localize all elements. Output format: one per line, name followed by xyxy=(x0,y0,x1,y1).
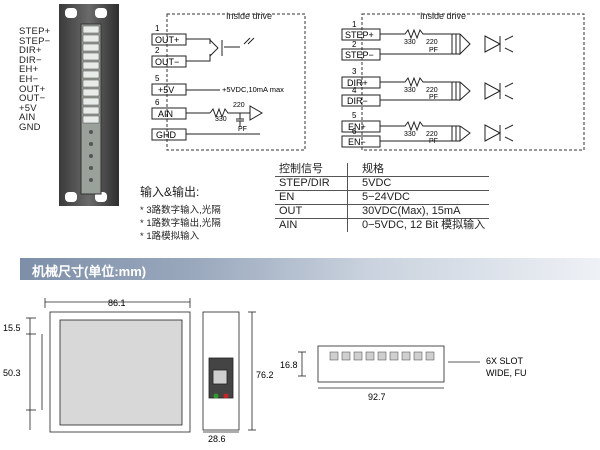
resistor-label: 330 xyxy=(215,116,227,123)
section-title: 机械尺寸(单位:mm) xyxy=(32,264,147,279)
node-num: 1 xyxy=(155,24,160,33)
right-circuit: 1 STEP+ 2 STEP− 3 DIR+ 4 DIR− 5 EN+ 6 EN… xyxy=(341,13,585,151)
node-label: STEP− xyxy=(345,50,374,60)
resistor-label: 330 xyxy=(404,39,416,46)
node-num: 6 xyxy=(352,127,357,136)
table-row: STEP/DIR 5VDC xyxy=(275,176,490,191)
dim-label: 76.2 xyxy=(256,370,274,380)
resistor-label: 220 xyxy=(233,102,245,109)
pin-label: EH+ xyxy=(19,64,39,76)
spec-table: 控制信号 规格 STEP/DIR 5VDC EN 5−24VDC OUT 30V… xyxy=(275,163,490,232)
io-notes: 输入&输出: * 3路数字输入,光隔 * 1路数字输出,光隔 * 1路模拟输入 xyxy=(140,183,221,243)
node-num: 5 xyxy=(352,111,357,120)
io-notes-title: 输入&输出: xyxy=(140,185,200,199)
node-label: DIR+ xyxy=(347,78,368,88)
pin-label: +5V xyxy=(19,102,37,114)
mechanical-drawing: 86.1 15.5 50.3 76.2 28.6 16.8 92.7 6X SL… xyxy=(3,298,527,444)
io-note-line: * 1路模拟输入 xyxy=(140,231,200,242)
pin-label: EH− xyxy=(19,73,39,85)
node-num: 5 xyxy=(155,74,160,83)
resistor-label: 220 xyxy=(426,87,438,94)
table-row: EN 5−24VDC xyxy=(275,190,490,205)
pin-label: DIR− xyxy=(19,54,42,66)
table-header: 规格 xyxy=(347,163,490,177)
node-label: EN+ xyxy=(348,122,366,132)
cap-label: PF xyxy=(429,138,438,145)
table-header-row: 控制信号 规格 xyxy=(275,163,490,177)
pin-label: OUT− xyxy=(19,93,46,105)
cap-label: PF xyxy=(429,47,438,54)
node-label: STEP+ xyxy=(345,30,374,40)
left-circuit: 1 OUT+ 2 OUT− 5 +5V +5VDC,10mA max 6 AIN… xyxy=(151,13,306,151)
supply-note: +5VDC,10mA max xyxy=(222,85,284,94)
node-num: 6 xyxy=(155,98,160,107)
table-row: AIN 0−5VDC, 12 Bit 模拟输入 xyxy=(275,218,489,232)
table-cell: 5VDC xyxy=(347,176,490,191)
node-num: 2 xyxy=(352,40,357,49)
resistor-label: 330 xyxy=(404,131,416,138)
left-circuit-title: Inside drive xyxy=(226,11,273,21)
node-label: AIN xyxy=(158,109,173,119)
node-num: 1 xyxy=(352,20,357,29)
drive-photo xyxy=(59,4,119,206)
table-header: 控制信号 xyxy=(275,163,348,177)
table-row: OUT 30VDC(Max), 15mA xyxy=(275,204,490,219)
slot-note: 6X SLOT xyxy=(486,356,524,366)
right-circuit-title: Inside drive xyxy=(420,11,467,21)
resistor-label: 220 xyxy=(426,131,438,138)
pin-labels: STEP+ STEP− DIR+ DIR− EH+ EH− OUT+ OUT− … xyxy=(19,27,65,133)
node-label: +5V xyxy=(158,85,174,95)
node-label: OUT+ xyxy=(155,35,179,45)
pin-label: STEP+ xyxy=(19,26,51,37)
io-note-line: * 1路数字输出,光隔 xyxy=(140,218,221,229)
pin-label: STEP− xyxy=(19,35,51,47)
pin-label: GND xyxy=(19,121,41,133)
section-banner: 机械尺寸(单位:mm) xyxy=(20,258,600,280)
dim-label: 15.5 xyxy=(3,323,21,333)
dim-label: 92.7 xyxy=(368,392,386,402)
table-cell: 0−5VDC, 12 Bit 模拟输入 xyxy=(362,219,486,231)
dim-label: 86.1 xyxy=(108,298,126,308)
io-note-line: * 3路数字输入,光隔 xyxy=(140,205,221,216)
node-num: 2 xyxy=(155,46,160,55)
slot-note: WIDE, FU xyxy=(486,368,527,378)
cap-label: PF xyxy=(238,126,247,133)
table-cell: AIN xyxy=(275,218,348,232)
table-cell: 5−24VDC xyxy=(347,190,490,205)
dim-label: 16.8 xyxy=(280,360,298,370)
node-label: GHD xyxy=(156,130,177,140)
table-cell: EN xyxy=(275,190,348,205)
dim-label: 28.6 xyxy=(208,434,226,444)
table-cell: 30VDC(Max), 15mA xyxy=(347,204,490,219)
node-label: DIR− xyxy=(347,96,368,106)
cap-label: PF xyxy=(429,94,438,101)
pin-label: AIN xyxy=(19,112,36,124)
node-label: OUT− xyxy=(155,57,179,67)
dim-label: 50.3 xyxy=(3,368,21,378)
node-num: 4 xyxy=(352,86,357,95)
table-cell: STEP/DIR xyxy=(275,176,348,191)
pin-label: OUT+ xyxy=(19,83,46,95)
resistor-label: 330 xyxy=(404,87,416,94)
node-num: 3 xyxy=(352,67,357,76)
pin-label: DIR+ xyxy=(19,45,42,57)
resistor-label: 220 xyxy=(426,39,438,46)
table-cell: OUT xyxy=(275,204,348,219)
node-label: EN− xyxy=(348,137,366,147)
